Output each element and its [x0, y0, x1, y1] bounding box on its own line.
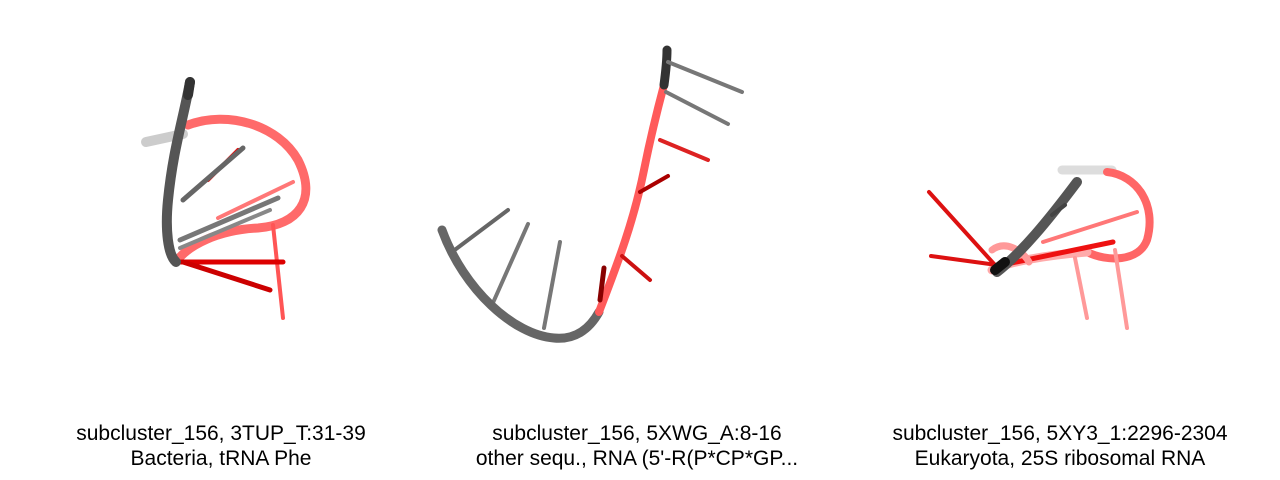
structure-panel-2: subcluster_156, 5XWG_A:8-16 other sequ.,…: [424, 0, 850, 480]
caption: subcluster_156, 5XY3_1:2296-2304 Eukaryo…: [847, 421, 1273, 471]
caption-title: subcluster_156, 3TUP_T:31-39: [76, 422, 366, 445]
caption-subtitle: Bacteria, tRNA Phe: [130, 447, 312, 470]
caption: subcluster_156, 5XWG_A:8-16 other sequ.,…: [424, 421, 850, 471]
structure-panel-1: subcluster_156, 3TUP_T:31-39 Bacteria, t…: [8, 0, 434, 480]
rna-structure-render-1: [141, 77, 311, 320]
caption-subtitle: other sequ., RNA (5'-R(P*CP*GP...: [475, 447, 799, 470]
caption-subtitle: Eukaryota, 25S ribosomal RNA: [914, 447, 1206, 470]
rna-structure-render-2: [437, 45, 744, 343]
caption-title: subcluster_156, 5XY3_1:2296-2304: [892, 422, 1228, 445]
caption-title: subcluster_156, 5XWG_A:8-16: [492, 422, 782, 445]
caption: subcluster_156, 3TUP_T:31-39 Bacteria, t…: [8, 421, 434, 471]
rna-structure-render-3: [927, 165, 1154, 330]
structure-panel-3: subcluster_156, 5XY3_1:2296-2304 Eukaryo…: [847, 0, 1273, 480]
